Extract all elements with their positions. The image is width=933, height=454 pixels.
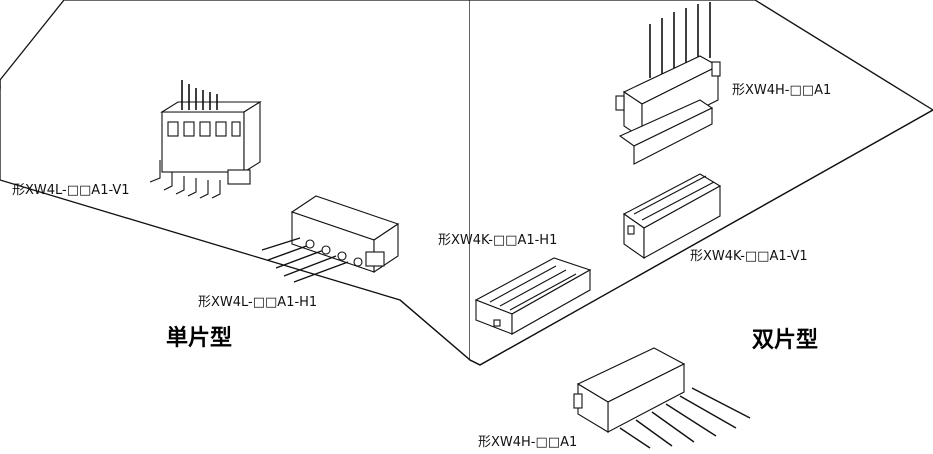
- label-xw4l-h1: 形XW4L-□□A1-H1: [198, 295, 318, 310]
- label-xw4l-v1: 形XW4L-□□A1-V1: [12, 183, 130, 198]
- connector-xw4k-h1: [474, 257, 592, 335]
- connector-xw4l-h1: [261, 195, 400, 283]
- label-xw4k-v1: 形XW4K-□□A1-V1: [690, 249, 808, 264]
- connector-xw4h-top: [615, 2, 721, 165]
- label-xw4h-bottom: 形XW4H-□□A1: [478, 435, 578, 450]
- connector-xw4k-v1: [622, 173, 722, 260]
- section-double-sided: 双片型: [752, 328, 819, 353]
- section-single-sided: 単片型: [166, 326, 233, 351]
- label-xw4k-h1: 形XW4K-□□A1-H1: [438, 233, 558, 248]
- connector-xw4h-bottom: [573, 347, 751, 449]
- connector-xw4l-v1: [149, 80, 262, 199]
- label-xw4h-top: 形XW4H-□□A1: [732, 83, 832, 98]
